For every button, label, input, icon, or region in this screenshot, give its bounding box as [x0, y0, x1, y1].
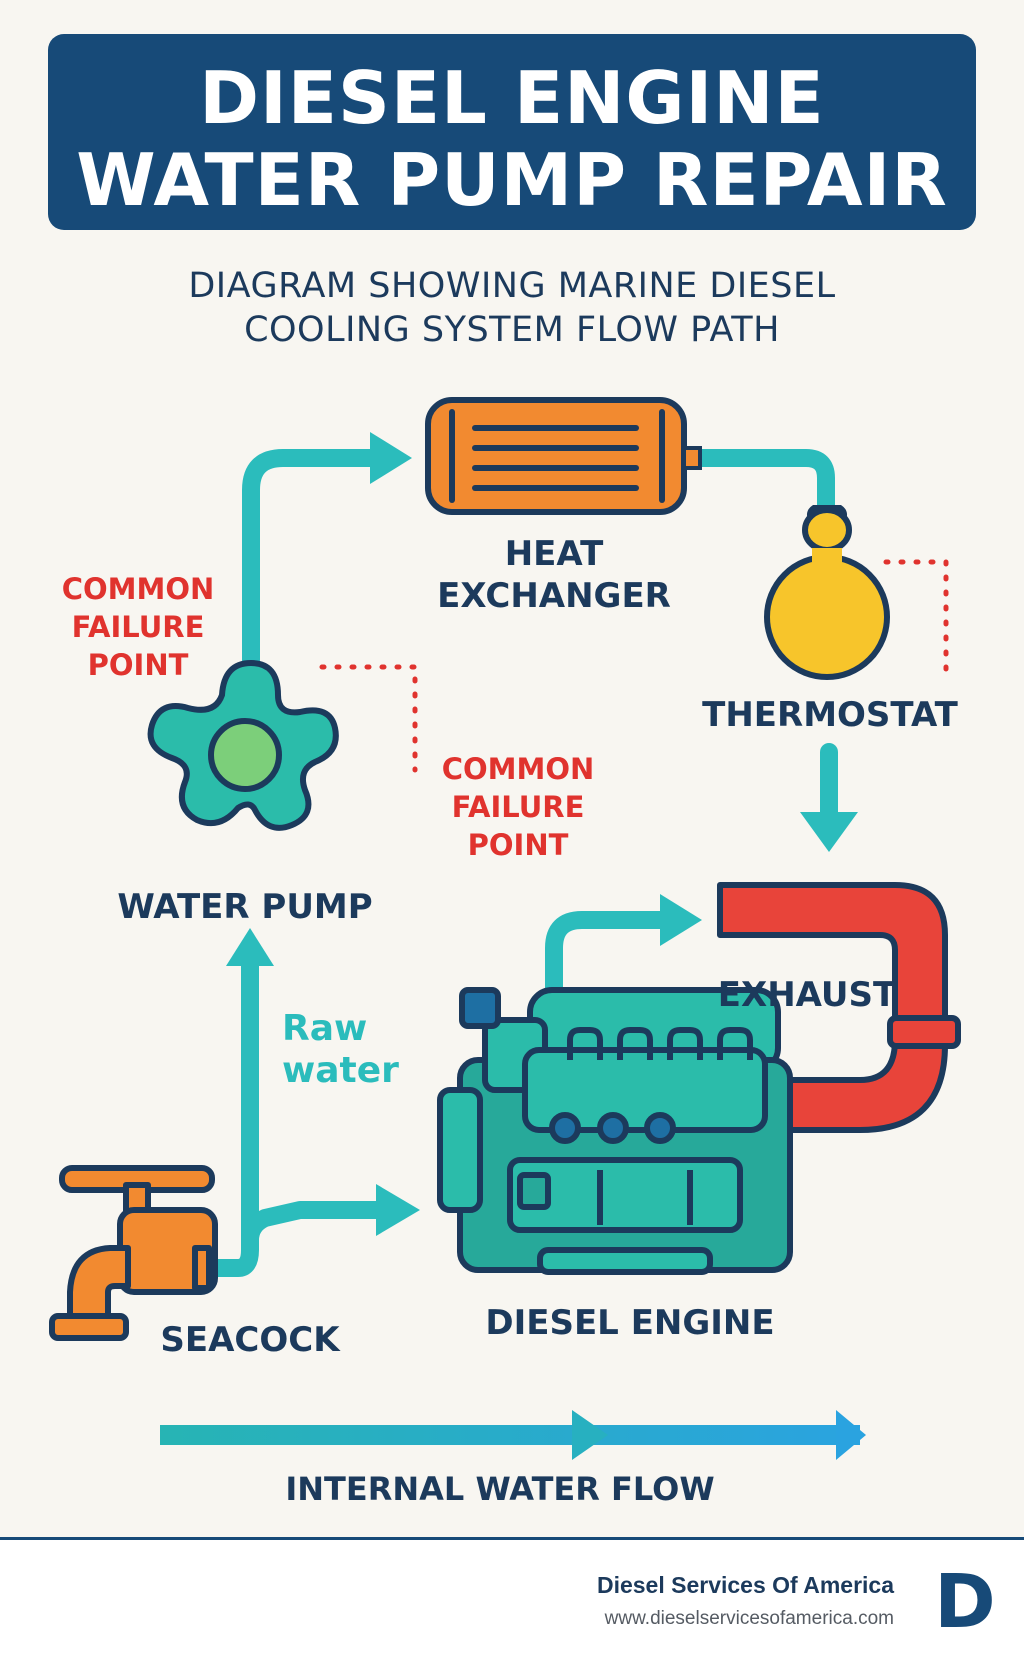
water-pump-icon [147, 659, 339, 831]
flow-engine-to-exhaust [545, 911, 674, 1009]
diesel-engine-icon [437, 987, 793, 1275]
water-pump-label: WATER PUMP [117, 887, 373, 927]
diesel-engine-label: DIESEL ENGINE [485, 1303, 775, 1343]
failure-leader-thermostat [883, 559, 949, 675]
failure-right-line-3: POINT [467, 828, 569, 862]
svg-text:D: D [934, 1565, 995, 1637]
heat-exchanger-label-line-1: HEAT [504, 534, 604, 574]
flow-heat-exchanger-to-thermostat [681, 449, 835, 517]
footer-url[interactable]: www.dieselservicesofamerica.com [604, 1608, 894, 1629]
raw-water-label: Raw water [282, 1008, 399, 1092]
arrowhead-thermostat-down [800, 812, 858, 852]
cooling-flow-diagram [49, 397, 961, 1460]
failure-left-line-2: FAILURE [71, 610, 205, 644]
thermostat-icon [764, 505, 890, 680]
seacock-icon [49, 1165, 218, 1341]
logo-icon: D [934, 1565, 995, 1637]
exhaust-label: EXHAUST [717, 975, 897, 1015]
raw-water-line-1: Raw [282, 1008, 368, 1049]
failure-right-line-1: COMMON [441, 752, 595, 786]
failure-leader-lines [319, 559, 949, 773]
internal-water-flow-label: INTERNAL WATER FLOW [285, 1470, 715, 1508]
heat-exchanger-icon [425, 397, 702, 515]
title-line-1: DIESEL ENGINE [199, 56, 825, 140]
internal-water-flow-arrow [160, 1410, 866, 1460]
failure-left-line-3: POINT [87, 648, 189, 682]
failure-right-line-2: FAILURE [451, 790, 585, 824]
footer-divider [0, 1537, 1024, 1540]
thermostat-label: THERMOSTAT [702, 695, 958, 735]
arrowhead-exhaust [660, 894, 702, 946]
arrowhead-heat-exchanger [370, 432, 412, 484]
failure-left-line-1: COMMON [61, 572, 215, 606]
arrowhead-engine [376, 1184, 420, 1236]
failure-point-left: COMMON FAILURE POINT [48, 570, 228, 684]
seacock-label: SEACOCK [160, 1320, 340, 1360]
title-banner: DIESEL ENGINE WATER PUMP REPAIR [48, 34, 976, 230]
subtitle-line-1: DIAGRAM SHOWING MARINE DIESEL [188, 266, 836, 306]
raw-water-line-2: water [282, 1050, 399, 1091]
failure-point-right: COMMON FAILURE POINT [428, 750, 608, 864]
title-line-2: WATER PUMP REPAIR [76, 138, 948, 222]
flow-lines [186, 449, 838, 1277]
flow-seacock-to-engine [186, 1201, 389, 1277]
arrowhead-pump-up [226, 928, 274, 966]
subtitle-line-2: COOLING SYSTEM FLOW PATH [244, 310, 780, 350]
flow-arrowheads [226, 432, 858, 1236]
heat-exchanger-label-line-2: EXCHANGER [437, 576, 671, 616]
footer-brand: Diesel Services Of America [596, 1572, 894, 1598]
flow-pump-to-heat-exchanger [242, 449, 384, 669]
failure-leader-pump [319, 664, 418, 773]
footer [0, 1540, 1024, 1666]
